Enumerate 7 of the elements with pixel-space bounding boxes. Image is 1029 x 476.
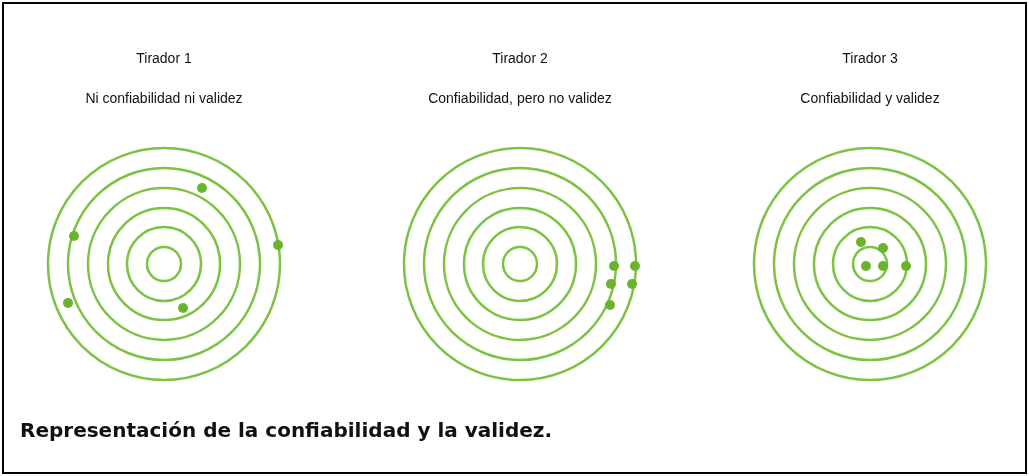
target-caption: Ni confiabilidad ni validez <box>85 90 243 106</box>
target-caption: Confiabilidad y validez <box>800 90 940 106</box>
shooter-title: Tirador 3 <box>842 50 898 66</box>
figure-caption: Representación de la confiabilidad y la validez. <box>20 418 553 442</box>
shooter-title: Tirador 2 <box>492 50 548 66</box>
shooter-title: Tirador 1 <box>136 50 192 66</box>
target-caption: Confiabilidad, pero no validez <box>428 90 612 106</box>
